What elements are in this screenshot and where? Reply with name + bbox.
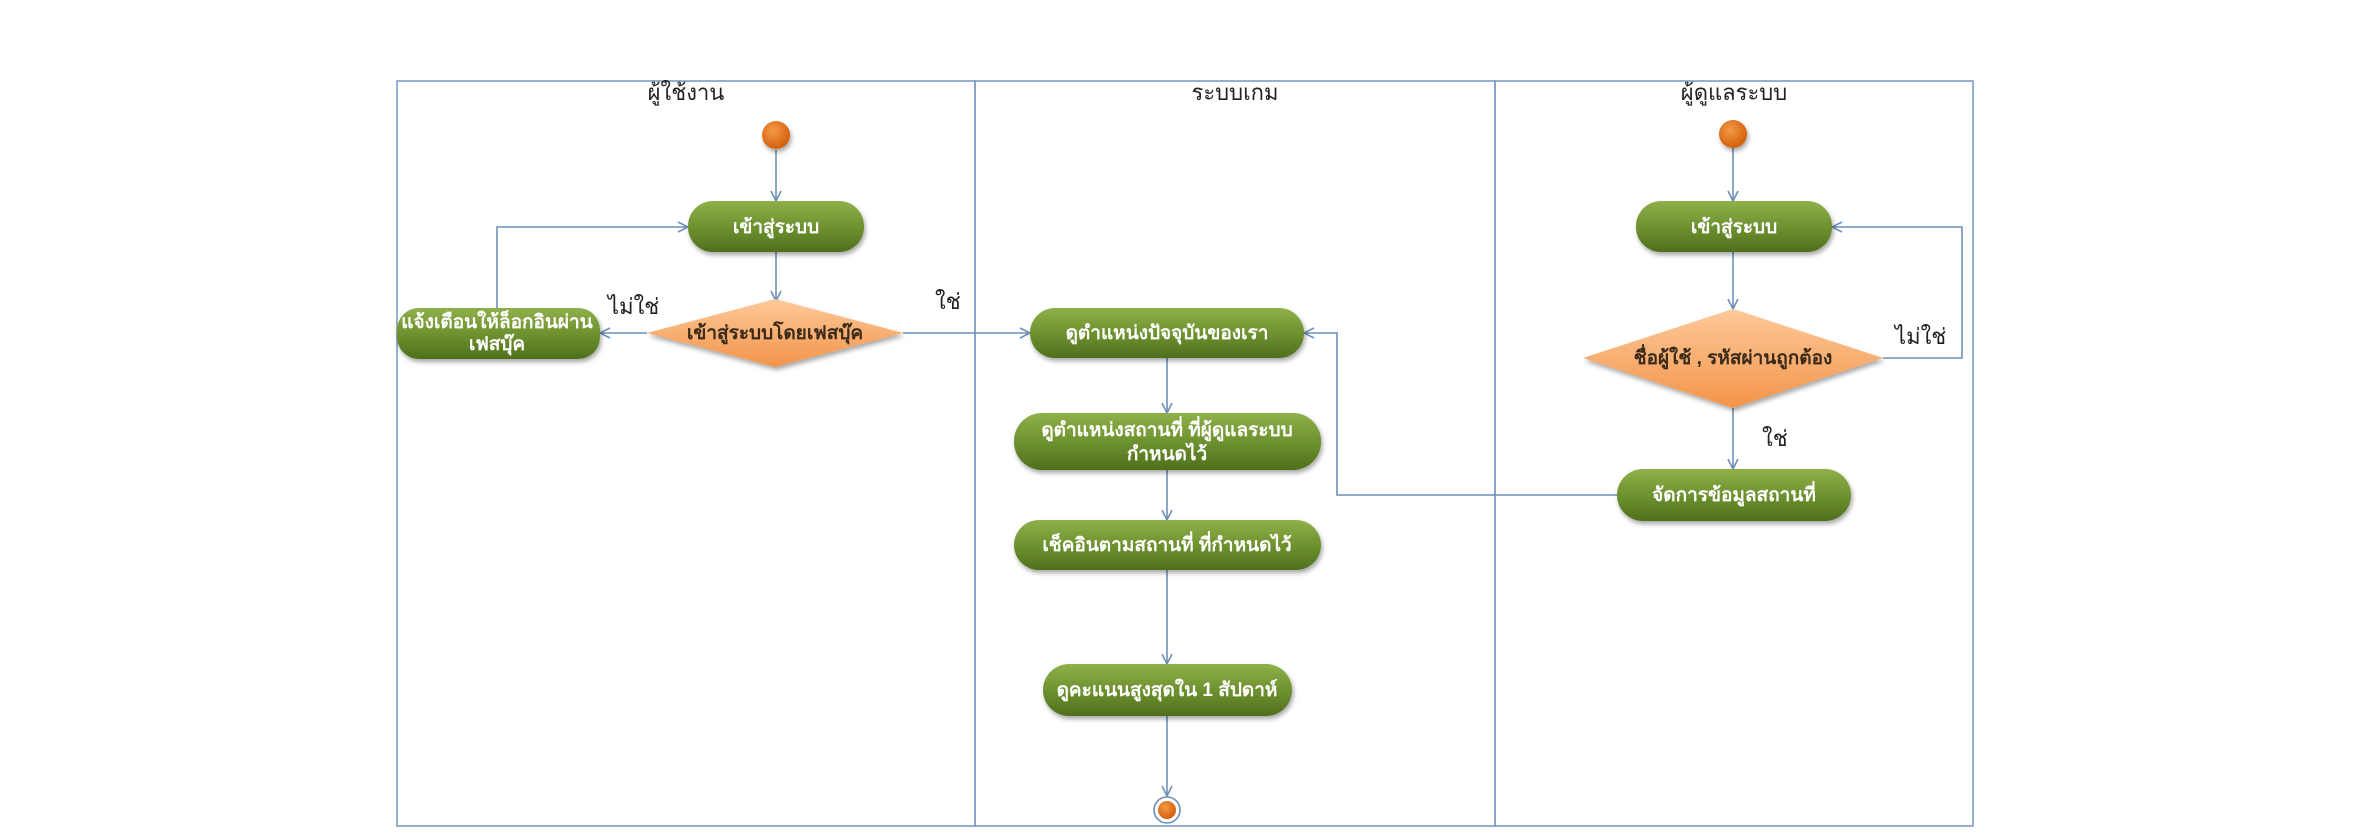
start-node-user [762, 121, 790, 149]
activity-login-warning [397, 308, 600, 359]
activity-checkin-label: เช็คอินตามสถานที่ ที่กำหนดไว้ [1042, 531, 1291, 556]
activity-admin-login-label: เข้าสู่ระบบ [1691, 216, 1777, 239]
guard-user-no: ไม่ใช่ [606, 294, 659, 319]
activity-user-login [688, 201, 864, 252]
activity-top-score-label: ดูคะแนนสูงสุดใน 1 สัปดาห์ [1057, 678, 1278, 702]
activity-login-warning-line2: เฟสบุ๊ค [469, 333, 525, 356]
activity-view-places [1014, 413, 1321, 470]
edge-warning-back-to-login [496, 227, 688, 314]
start-node-admin [1719, 120, 1747, 148]
end-node [1158, 801, 1176, 819]
decision-credentials [1583, 309, 1883, 408]
activity-view-current-location-label: ดูตำแหน่งปัจจุบันของเรา [1066, 323, 1269, 345]
guard-user-yes: ใช่ [935, 289, 961, 314]
guard-admin-yes: ใช่ [1762, 426, 1788, 451]
guard-admin-no: ไม่ใช่ [1893, 324, 1946, 349]
lane-title-game: ระบบเกม [1192, 80, 1279, 105]
activity-manage-places-label: จัดการข้อมูลสถานที่ [1652, 481, 1816, 507]
activity-view-places-line2: กำหนดไว้ [1127, 442, 1207, 465]
lane-user [396, 80, 976, 827]
activity-view-places-line1: ดูตำแหน่งสถานที่ ที่ผู้ดูแลระบบ [1041, 416, 1292, 442]
edge-admin-decision-no-back [1832, 227, 1963, 359]
activity-user-login-label: เข้าสู่ระบบ [733, 216, 819, 239]
decision-facebook-login [647, 299, 903, 367]
activity-view-current-location [1030, 308, 1304, 358]
activity-top-score [1043, 664, 1292, 716]
decision-facebook-login-label: เข้าสู่ระบบโดยเฟสบุ๊ค [687, 321, 863, 345]
activity-login-warning-line1: แจ้งเตือนให้ล็อกอินผ่าน [401, 309, 592, 333]
activity-manage-places [1617, 469, 1851, 521]
lane-admin [1494, 80, 1974, 827]
lane-title-user: ผู้ใช้งาน [648, 80, 725, 106]
edge-manage-to-current [1304, 333, 1617, 496]
activity-admin-login [1636, 201, 1832, 252]
lane-title-admin: ผู้ดูแลระบบ [1681, 80, 1787, 106]
activity-checkin [1014, 520, 1321, 570]
decision-credentials-label: ชื่อผู้ใช้ , รหัสผ่านถูกต้อง [1634, 344, 1833, 370]
